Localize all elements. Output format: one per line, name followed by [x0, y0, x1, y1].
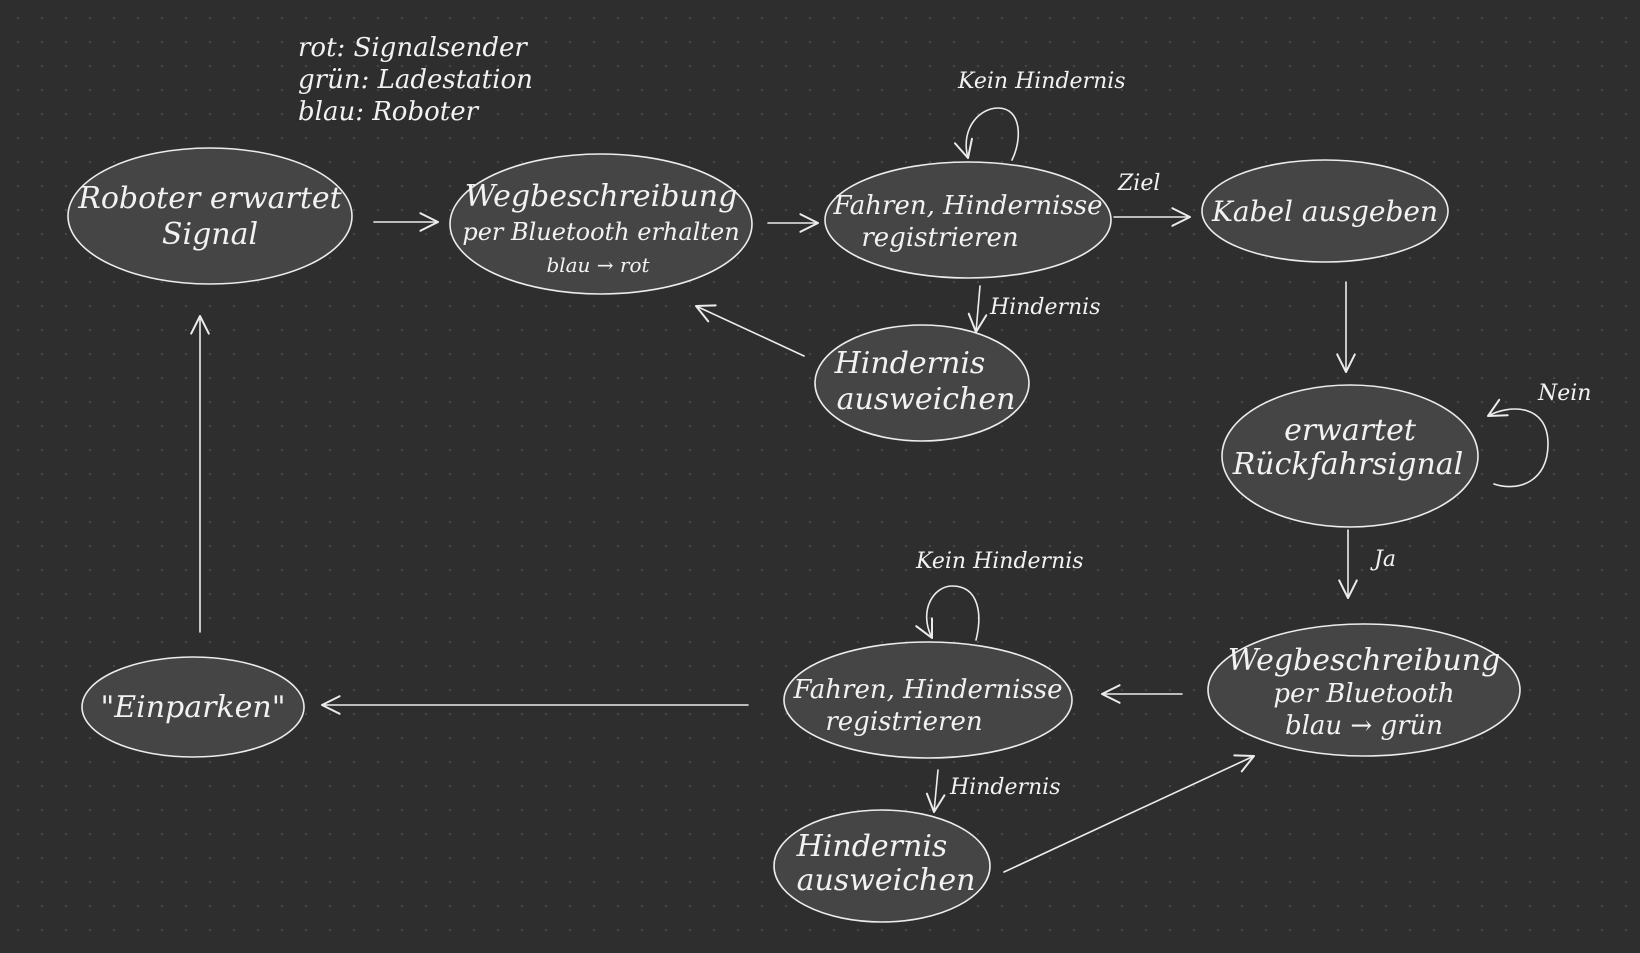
- node-erwartet-rueckfahrsignal-line2: Rückfahrsignal: [1232, 447, 1464, 482]
- node-wegbeschreibung-rot-line1: Wegbeschreibung: [465, 179, 738, 214]
- node-fahren-top-line1: Fahren, Hindernisse: [833, 191, 1103, 221]
- node-hindernis-bottom-line2: ausweichen: [797, 863, 976, 898]
- node-roboter-erwartet: Roboter erwartet Signal: [67, 147, 353, 285]
- edge-fahren-to-hindernis-top: [967, 285, 988, 333]
- node-kabel-ausgeben: Kabel ausgeben: [1201, 159, 1449, 263]
- node-hindernis-top: Hindernis ausweichen: [814, 324, 1030, 442]
- node-fahren-top-line2: registrieren: [861, 223, 1018, 253]
- legend-line-red: rot: Signalsender: [298, 33, 528, 63]
- loop-kein-hindernis-top: [953, 107, 1019, 161]
- node-hindernis-bottom: Hindernis ausweichen: [773, 809, 991, 923]
- node-roboter-erwartet-line2: Signal: [162, 217, 258, 252]
- node-kabel-ausgeben-line1: Kabel ausgeben: [1211, 195, 1438, 228]
- node-wegbeschreibung-gruen-line2: per Bluetooth: [1273, 679, 1454, 709]
- node-fahren-bottom-line1: Fahren, Hindernisse: [793, 675, 1063, 705]
- label-kein-hindernis-top: Kein Hindernis: [957, 69, 1126, 94]
- legend-line-green: grün: Ladestation: [298, 65, 533, 95]
- node-erwartet-rueckfahrsignal-line1: erwartet: [1284, 413, 1417, 448]
- node-hindernis-top-line1: Hindernis: [834, 346, 986, 381]
- label-ziel: Ziel: [1117, 171, 1160, 196]
- edge-hindernis-bottom-to-wegbeschreibung-gruen: [1003, 754, 1255, 873]
- label-kein-hindernis-bottom: Kein Hindernis: [915, 549, 1084, 574]
- node-wegbeschreibung-rot: Wegbeschreibung per Bluetooth erhalten b…: [449, 153, 753, 295]
- node-hindernis-top-line2: ausweichen: [837, 382, 1016, 417]
- node-fahren-bottom: Fahren, Hindernisse registrieren: [783, 641, 1073, 759]
- edge-hindernis-top-to-wegbeschreibung: [695, 304, 805, 357]
- node-wegbeschreibung-gruen-line1: Wegbeschreibung: [1228, 643, 1501, 678]
- node-fahren-top: Fahren, Hindernisse registrieren: [824, 161, 1112, 279]
- legend-line-blue: blau: Roboter: [298, 97, 480, 127]
- node-fahren-bottom-line2: registrieren: [825, 707, 982, 737]
- edges: [190, 107, 1549, 873]
- legend: rot: Signalsender grün: Ladestation blau…: [298, 33, 533, 127]
- label-hindernis-bottom: Hindernis: [949, 775, 1061, 800]
- node-wegbeschreibung-rot-line3: blau → rot: [546, 253, 650, 277]
- node-einparken-line1: "Einparken": [100, 690, 285, 725]
- loop-kein-hindernis-bottom: [915, 585, 980, 641]
- node-hindernis-bottom-line1: Hindernis: [796, 829, 948, 864]
- label-ja: Ja: [1370, 547, 1396, 572]
- node-einparken: "Einparken": [81, 656, 305, 758]
- label-hindernis-top: Hindernis: [989, 295, 1101, 320]
- edge-labels: Kein Hindernis Hindernis Ziel Nein Ja Ke…: [915, 69, 1591, 800]
- node-wegbeschreibung-gruen-line3: blau → grün: [1285, 711, 1443, 741]
- loop-nein: [1487, 398, 1549, 488]
- node-wegbeschreibung-rot-line2: per Bluetooth erhalten: [462, 218, 739, 246]
- node-erwartet-rueckfahrsignal: erwartet Rückfahrsignal: [1221, 384, 1479, 528]
- node-wegbeschreibung-gruen: Wegbeschreibung per Bluetooth blau → grü…: [1207, 623, 1521, 757]
- node-roboter-erwartet-line1: Roboter erwartet: [77, 181, 342, 216]
- label-nein: Nein: [1537, 381, 1591, 406]
- edge-fahren-to-hindernis-bottom: [925, 769, 946, 813]
